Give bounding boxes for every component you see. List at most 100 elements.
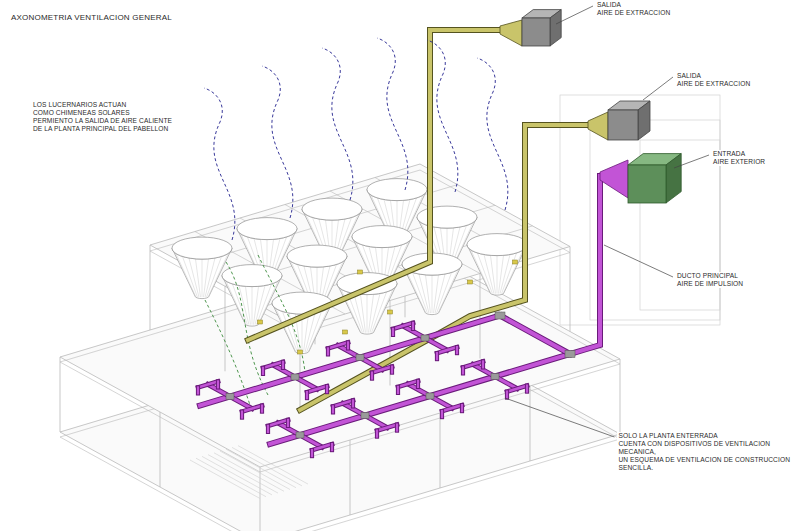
stair-tread [214,453,284,492]
diffuser [343,330,348,334]
duct-body [338,345,382,369]
funnel-hatch [438,270,458,314]
duct-outline [372,367,392,373]
text-line: ENTRADA [713,150,765,158]
duct-outline [346,342,350,348]
duct-body [248,30,500,340]
duct-outline [300,125,588,410]
duct-body [267,426,269,432]
text-line: DE LA PLANTA PRINCIPAL DEL PABELLON [33,125,172,133]
duct-body [412,323,414,329]
funnel-hatch [189,258,199,297]
funnel-hatch [406,270,426,314]
funnel-rim [302,198,362,220]
annotation-note: DUCTO PRINCIPAL AIRE DE IMPULSION [676,272,744,288]
box-front [628,165,666,203]
leader-line [604,245,673,277]
duct-body [482,361,484,367]
exhaust-box [522,10,561,46]
tower-outline [590,120,720,320]
funnel-rim [367,179,427,201]
floor-slab [60,249,620,467]
funnel-hatch [195,259,200,297]
duct-body [242,406,262,412]
funnel-hatch [304,314,309,352]
text-line: SOLO LA PLANTA ENTERRADA [618,432,790,440]
duct-outline [278,423,322,447]
duct-body [331,444,333,450]
duct-body [282,362,284,368]
funnel-hatch [437,272,452,313]
text-line: SENCILLA. [618,464,790,472]
funnel-hatch [419,274,429,313]
box-front [522,18,550,46]
funnel-rim [222,265,282,287]
duct-body [261,406,263,412]
box-side [638,101,650,140]
duct-body [273,365,317,389]
column [60,357,61,432]
duct-outline [312,444,332,450]
hot-air-lines [204,38,508,240]
duct-body [262,368,264,374]
funnel-rim [417,206,477,228]
diffuser [388,310,393,314]
diffuser [358,270,363,274]
text-line: UN ESQUEMA DE VENTILACION DE CONSTRUCCIO… [618,456,790,464]
junction-box [491,374,499,380]
duct-body [463,361,483,367]
tower-outline [560,95,720,325]
duct-body [217,381,219,387]
duct-outline [393,323,413,329]
duct-body [376,431,378,437]
duct-body [526,386,528,392]
duct-body [408,384,452,408]
funnel-hatch [497,256,498,294]
junction-box [565,351,575,358]
duct-hood [600,160,628,198]
stair-tread [202,456,272,495]
duct-body [332,406,334,412]
hot-air-dashed-line [322,48,353,200]
duct-outline [200,316,500,406]
duct-outline [268,420,288,426]
column [225,286,226,371]
duct-outline [281,362,285,368]
duct-body [347,342,349,348]
annotation-note: SOLO LA PLANTA ENTERRADA CUENTA CON DISP… [617,432,791,472]
hot-air-dashed-line [427,40,458,192]
funnel-hatch [239,286,249,325]
funnel-hatch [202,259,203,297]
duct-outline [263,362,283,368]
duct-body [396,425,398,431]
duct-body [300,125,588,410]
duct-outline [408,384,452,408]
slab-edge [260,254,620,472]
duct-outline [398,381,418,387]
duct-body [506,392,508,398]
duct-body [371,373,373,379]
duct-outline [442,405,462,411]
funnel-hatch [360,294,365,332]
annotation-note: SALIDA AIRE DE EXTRACCION [596,1,671,17]
duct-body [278,423,322,447]
skylight-funnel [467,234,527,296]
duct-outline [507,386,527,392]
duct-outline [500,316,570,355]
duct-outline [240,412,244,418]
duct-outline [437,347,457,353]
duct-body [417,381,419,387]
duct-outline [325,386,329,392]
duct-outline [460,405,464,411]
funnel-rim [237,218,297,240]
junction-box [296,432,304,438]
duct-hood [588,112,608,140]
green-airflow-lines [205,255,305,405]
duct-outline [261,368,265,374]
funnel-hatch [484,255,494,294]
duct-outline [525,386,529,392]
funnel-hatch [245,286,250,324]
stair-tread [232,447,302,486]
diffuser [468,280,473,284]
duct-body [473,364,517,388]
